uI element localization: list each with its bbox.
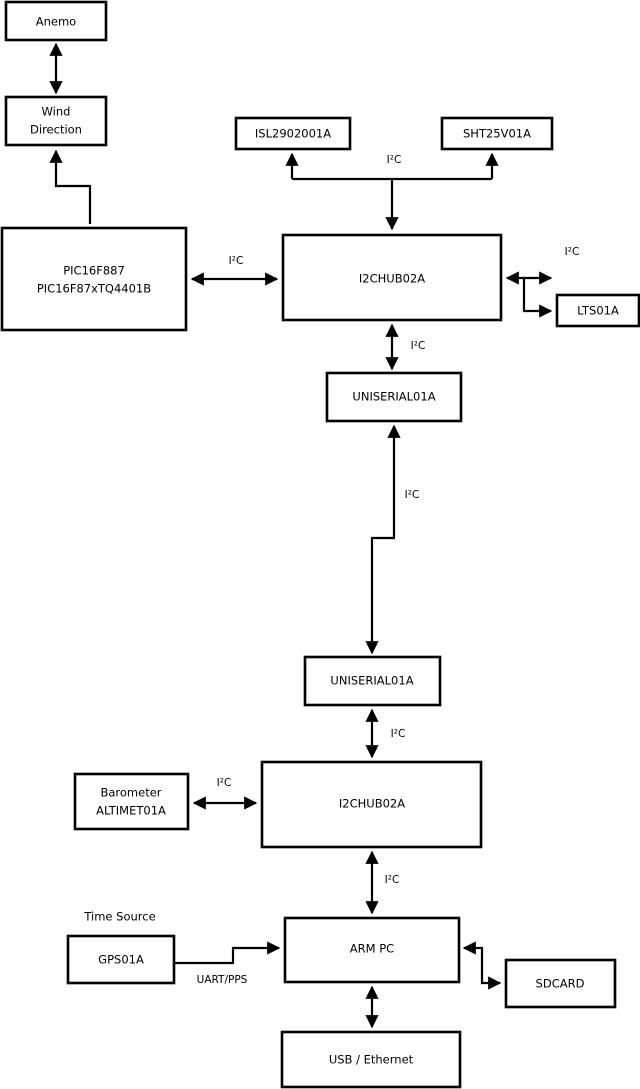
node-anemo-label: Anemo [36, 15, 76, 29]
node-wind-direction-box[interactable] [4, 95, 108, 147]
node-i2chub02a-top-label: I2CHUB02A [359, 272, 425, 286]
node-usb-ethernet-box[interactable] [280, 1030, 462, 1089]
edge-hub-lts-loop [505, 271, 553, 318]
node-i2chub02a-top[interactable]: I2CHUB02A [281, 233, 503, 322]
node-usb-ethernet[interactable]: USB / Ethernet [280, 1030, 462, 1089]
edge-label-i2c-barometer-hub2: I²C [217, 777, 232, 789]
node-uniserial01a-top-label: UNISERIAL01A [352, 390, 435, 404]
node-usb-ethernet-label: USB / Ethernet [329, 1053, 414, 1067]
node-lts01a-label: LTS01A [577, 304, 619, 318]
node-isl2902001a-box[interactable] [234, 116, 352, 151]
edges-layer [49, 42, 553, 1029]
node-pic-mcu-label-line1: PIC16F887 [63, 264, 125, 278]
node-sdcard-box[interactable] [504, 958, 617, 1009]
node-anemo-box[interactable] [4, 0, 108, 42]
node-sht25v01a-box[interactable] [440, 116, 554, 151]
node-lts01a[interactable]: LTS01A [555, 293, 640, 328]
node-uniserial01a-bottom[interactable]: UNISERIAL01A [303, 655, 442, 707]
edge-label-uart-pps: UART/PPS [197, 974, 248, 986]
node-pic-mcu-box[interactable] [0, 226, 188, 332]
node-isl2902001a-label: ISL2902001A [255, 127, 331, 141]
edge-label-i2c-hub2-armpc: I²C [385, 874, 400, 886]
node-pic-mcu[interactable]: PIC16F887 PIC16F87xTQ4401B [0, 226, 188, 332]
node-i2chub02a-bottom[interactable]: I2CHUB02A [260, 760, 483, 849]
node-isl2902001a[interactable]: ISL2902001A [234, 116, 352, 151]
edge-label-i2c-pic-hub: I²C [229, 255, 244, 267]
node-barometer-altimet01a-box[interactable] [73, 772, 190, 831]
label-time-source: Time Source [83, 910, 155, 924]
node-sdcard-label: SDCARD [536, 977, 585, 991]
node-arm-pc[interactable]: ARM PC [283, 916, 461, 984]
edge-label-i2c-uniserial-hub2: I²C [391, 728, 406, 740]
edge-gps-armpc [174, 941, 281, 965]
node-arm-pc-label: ARM PC [350, 942, 394, 956]
node-uniserial01a-bottom-box[interactable] [303, 655, 442, 707]
node-pic-mcu-label-line2: PIC16F87xTQ4401B [37, 282, 151, 296]
node-uniserial01a-top-box[interactable] [325, 371, 463, 423]
node-wind-direction[interactable]: Wind Direction [4, 95, 108, 147]
node-wind-direction-label-line1: Wind [42, 105, 71, 119]
node-gps01a[interactable]: GPS01A [66, 934, 176, 985]
node-gps01a-label: GPS01A [98, 953, 144, 967]
free-labels-layer: Time Source [83, 910, 155, 924]
node-arm-pc-box[interactable] [283, 916, 461, 984]
node-i2chub02a-top-box[interactable] [281, 233, 503, 322]
edge-label-i2c-hub-lts: I²C [565, 246, 580, 258]
node-sdcard[interactable]: SDCARD [504, 958, 617, 1009]
node-lts01a-box[interactable] [555, 293, 640, 328]
edge-labels-layer: I²C I²C I²C I²C I²C I²C I²C I²C UART/PPS [197, 154, 580, 986]
node-i2chub02a-bottom-label: I2CHUB02A [339, 797, 405, 811]
edge-label-i2c-top-branch: I²C [387, 154, 402, 166]
node-barometer-altimet01a[interactable]: Barometer ALTIMET01A [73, 772, 190, 831]
edge-pic-wind [49, 149, 92, 224]
node-barometer-altimet01a-label-line2: ALTIMET01A [96, 804, 166, 818]
edge-label-i2c-hub-uniserial: I²C [411, 340, 426, 352]
node-i2chub02a-bottom-box[interactable] [260, 760, 483, 849]
node-sht25v01a-label: SHT25V01A [463, 127, 531, 141]
node-anemo[interactable]: Anemo [4, 0, 108, 42]
edge-uniserial-link [365, 424, 401, 655]
node-uniserial01a-top[interactable]: UNISERIAL01A [325, 371, 463, 423]
node-sht25v01a[interactable]: SHT25V01A [440, 116, 554, 151]
node-uniserial01a-bottom-label: UNISERIAL01A [330, 674, 413, 688]
node-barometer-altimet01a-label-line1: Barometer [100, 786, 161, 800]
node-wind-direction-label-line2: Direction [30, 123, 82, 137]
edge-armpc-sdcard [462, 941, 502, 990]
edge-label-i2c-uniserial-link: I²C [405, 489, 420, 501]
node-gps01a-box[interactable] [66, 934, 176, 985]
